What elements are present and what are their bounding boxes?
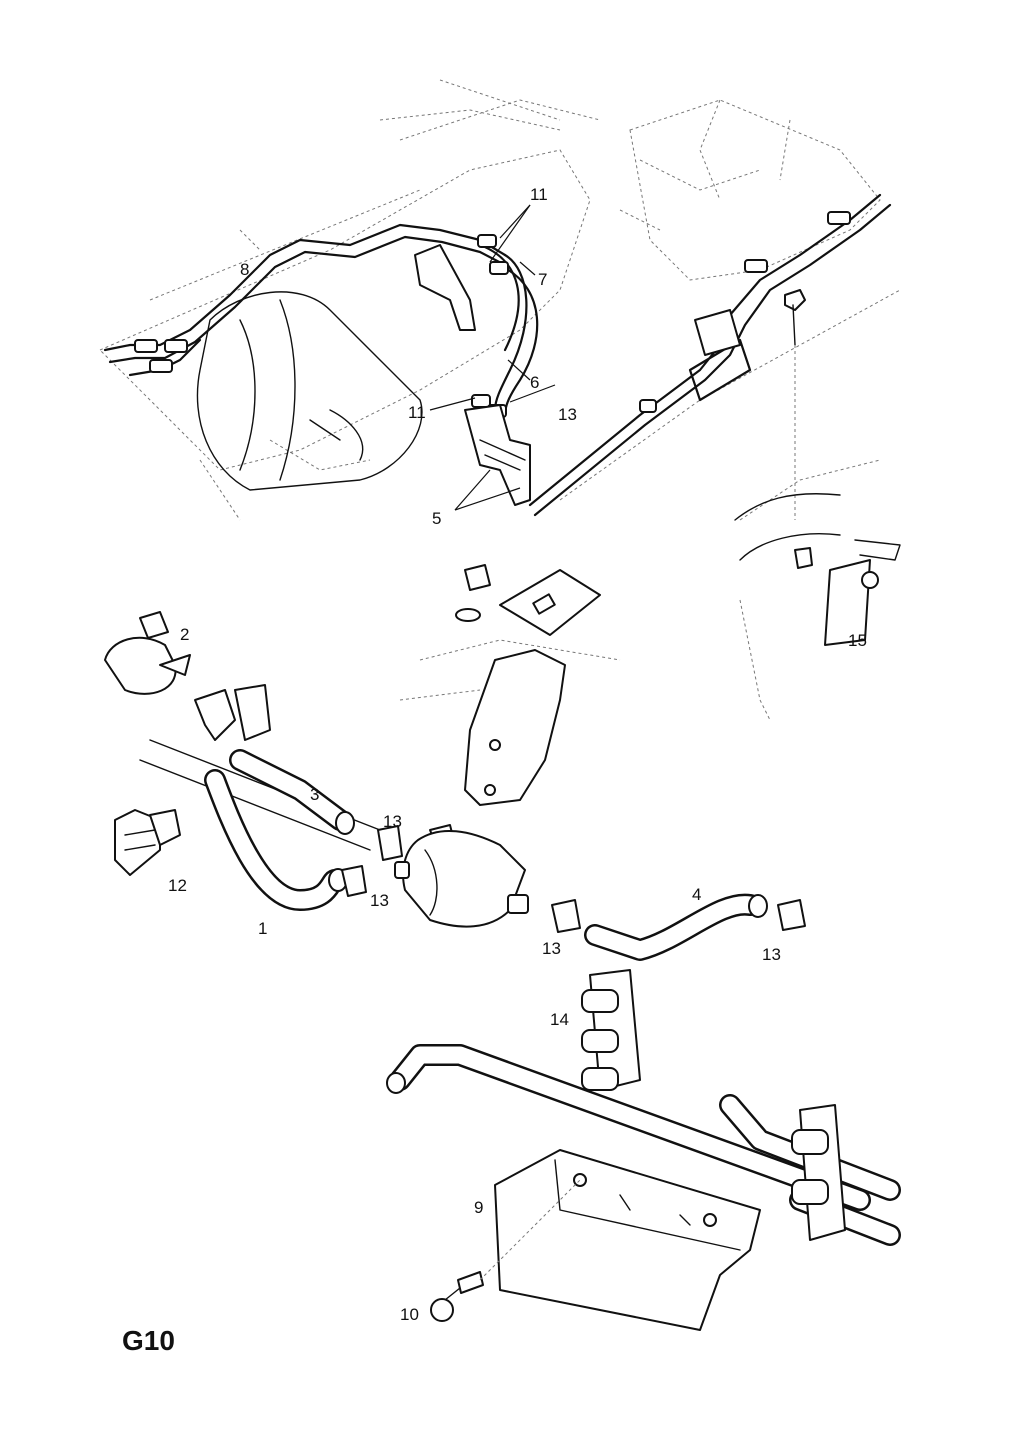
- chassis-fuel-lines: [528, 193, 892, 517]
- callout-15: 15: [848, 631, 867, 650]
- part-3-hose: [229, 749, 355, 835]
- callout-7: 7: [538, 270, 547, 289]
- callout-9: 9: [474, 1198, 483, 1217]
- callout-12: 12: [168, 876, 187, 895]
- callout-1: 1: [258, 919, 267, 938]
- part-4-hose: [584, 893, 768, 961]
- callout-11-mid: 11: [408, 403, 426, 422]
- part-15-clamp-bolt: [734, 289, 901, 646]
- callout-labels: 11 8 7 6 11 13 5 15 2 3 13 12 13 1 4 13 …: [168, 185, 867, 1324]
- callout-8: 8: [240, 260, 249, 279]
- callout-13-top: 13: [558, 405, 577, 424]
- fuel-filter: [394, 829, 529, 928]
- callout-11-top: 11: [530, 185, 548, 204]
- sheet-label: G10: [122, 1325, 175, 1356]
- callout-4: 4: [692, 885, 701, 904]
- callout-3: 3: [310, 785, 319, 804]
- callout-5: 5: [432, 509, 441, 528]
- part-5-bracket: [464, 404, 531, 506]
- part-9-cover-plate: [494, 1149, 761, 1331]
- callout-13-filter-right: 13: [542, 939, 561, 958]
- part-2-hose-clip: [104, 611, 191, 695]
- callout-13-filter-left-top: 13: [383, 812, 402, 831]
- part-10-bolt: [430, 1179, 581, 1322]
- fuel-filter-mount: [429, 564, 601, 851]
- transmission-housing: [196, 291, 423, 491]
- parts-6-7-bent-pipes: [471, 234, 539, 418]
- part-12-hose-clip: [114, 809, 181, 876]
- callout-13-filter-left-bottom: 13: [370, 891, 389, 910]
- callout-2: 2: [180, 625, 189, 644]
- part-13-clamps: [341, 825, 806, 933]
- callout-10: 10: [400, 1305, 419, 1324]
- part-8-fuel-pipes: [103, 223, 507, 377]
- vehicle-body-outline: [99, 79, 901, 721]
- callout-6: 6: [530, 373, 539, 392]
- part-14-pipe-clip: [581, 969, 641, 1091]
- clip-support: [194, 684, 271, 741]
- callout-13-far-right: 13: [762, 945, 781, 964]
- callout-14: 14: [550, 1010, 569, 1029]
- lower-pipe-clip: [791, 1104, 846, 1241]
- leader-lines: [429, 204, 556, 511]
